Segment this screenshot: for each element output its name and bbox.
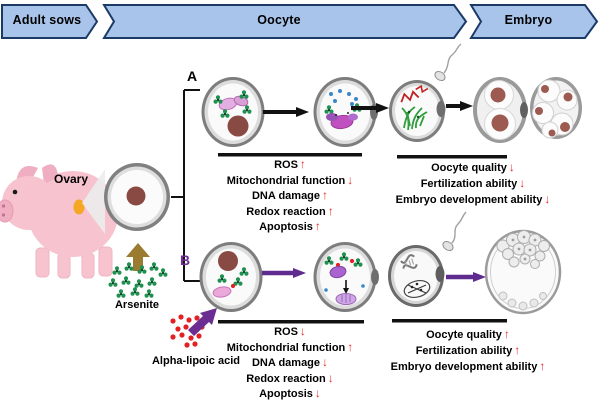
banner-segment-oocyte <box>102 4 468 39</box>
trend-down-icon: ↓ <box>519 176 526 190</box>
polar-body <box>371 269 379 285</box>
pathway-a-effects: ROS↑ Mitochondrial function↓ DNA damage↑… <box>205 157 375 235</box>
oocyte-b3-fertilization <box>388 245 445 307</box>
mitochondrion <box>329 265 347 279</box>
outcome-line: Embryo development ability↑ <box>390 359 546 373</box>
ovary-label: Ovary <box>53 172 89 186</box>
arsenite-arrow-icon <box>126 243 150 271</box>
nucleus <box>126 186 146 206</box>
trend-up-icon: ↑ <box>322 188 329 202</box>
trend-up-icon: ↑ <box>314 219 321 233</box>
abnormal-spindle <box>401 106 428 131</box>
nucleus <box>218 251 238 271</box>
normal-spindle <box>403 279 431 299</box>
pathway-b-label: B <box>180 252 191 268</box>
trend-down-icon: ↓ <box>508 160 515 174</box>
source-oocyte <box>104 163 170 231</box>
embryo-2cell <box>473 77 528 143</box>
normal-dna <box>400 254 418 269</box>
nucleus <box>227 115 249 137</box>
outcome-line: Oocyte quality↑ <box>426 327 510 341</box>
outcome-line: Embryo development ability↓ <box>395 192 551 206</box>
banner-segment-embryo <box>469 4 599 39</box>
damaged-dna <box>400 90 420 103</box>
effect-line: Redox reaction↑ <box>246 203 334 218</box>
trend-up-icon: ↑ <box>503 327 510 341</box>
effect-line: DNA damage↑ <box>251 188 329 202</box>
sperm-a-icon <box>434 43 462 82</box>
effect-line: Apoptosis↓ <box>259 386 321 400</box>
polar-body <box>520 102 528 118</box>
pathway-a-outcomes: Oocyte quality↓ Fertilization ability↓ E… <box>383 160 563 208</box>
trend-down-icon: ↓ <box>322 355 329 369</box>
effect-line: Mitochondrial function↓ <box>226 172 354 187</box>
oocyte-a2 <box>313 77 378 147</box>
branch-bracket <box>171 89 200 282</box>
oocyte-a3-fertilization <box>389 80 446 142</box>
pathway-a-effects-underline <box>218 153 362 157</box>
trend-down-icon: ↓ <box>299 324 306 338</box>
ala-arrow-icon <box>188 308 217 336</box>
pig-eye <box>12 189 18 195</box>
pathway-a-outcomes-underline <box>397 155 507 159</box>
banner-label-adult-sows: Adult sows <box>12 13 82 27</box>
magnify-cone <box>82 169 105 234</box>
pathway-a-label: A <box>187 68 198 84</box>
pig-ear <box>42 164 58 184</box>
effect-line: ROS↓ <box>274 324 306 338</box>
ovary-marker <box>73 199 85 215</box>
outcome-line: Fertilization ability↑ <box>415 343 521 357</box>
effect-line: Redox reaction↓ <box>246 370 334 385</box>
ala-label: Alpha-lipoic acid <box>151 355 240 367</box>
effect-line: Mitochondrial function↑ <box>226 339 354 354</box>
oocyte-b2 <box>313 242 379 312</box>
trend-up-icon: ↑ <box>299 157 306 171</box>
effect-line: DNA damage↓ <box>251 355 329 369</box>
pathway-b-effects: ROS↓ Mitochondrial function↑ DNA damage↓… <box>205 324 375 400</box>
oocyte-a1 <box>201 77 265 147</box>
effect-line: Apoptosis↑ <box>259 219 321 233</box>
embryo-multicell <box>530 77 582 139</box>
banner-label-oocyte: Oocyte <box>257 13 301 27</box>
trend-down-icon: ↓ <box>327 370 334 385</box>
pig-snout <box>0 199 14 223</box>
mitochondrion <box>212 286 232 298</box>
trend-up-icon: ↑ <box>327 203 334 218</box>
arsenite-label: Arsenite <box>114 299 160 311</box>
trend-down-icon: ↓ <box>347 172 354 187</box>
process-banner <box>1 4 599 39</box>
banner-label-embryo: Embryo <box>504 13 553 27</box>
pathway-b-outcomes-underline <box>392 319 507 323</box>
banner-segment-adult-sows <box>1 4 99 39</box>
outcome-line: Oocyte quality↓ <box>431 160 515 174</box>
trend-up-icon: ↑ <box>347 339 354 354</box>
blastocyst <box>484 229 562 315</box>
trend-down-icon: ↓ <box>314 386 321 400</box>
pathway-b-effects-underline <box>218 320 364 324</box>
trend-up-icon: ↑ <box>539 359 546 373</box>
sperm-b-icon <box>442 211 467 252</box>
polar-body <box>435 266 445 282</box>
pathway-b-outcomes: Oocyte quality↑ Fertilization ability↑ E… <box>378 327 558 375</box>
trend-up-icon: ↑ <box>514 343 521 357</box>
effect-line: ROS↑ <box>274 157 306 171</box>
polar-body <box>436 101 446 117</box>
trend-down-icon: ↓ <box>544 192 551 206</box>
outcome-line: Fertilization ability↓ <box>420 176 526 190</box>
oocyte-b1 <box>199 242 263 312</box>
